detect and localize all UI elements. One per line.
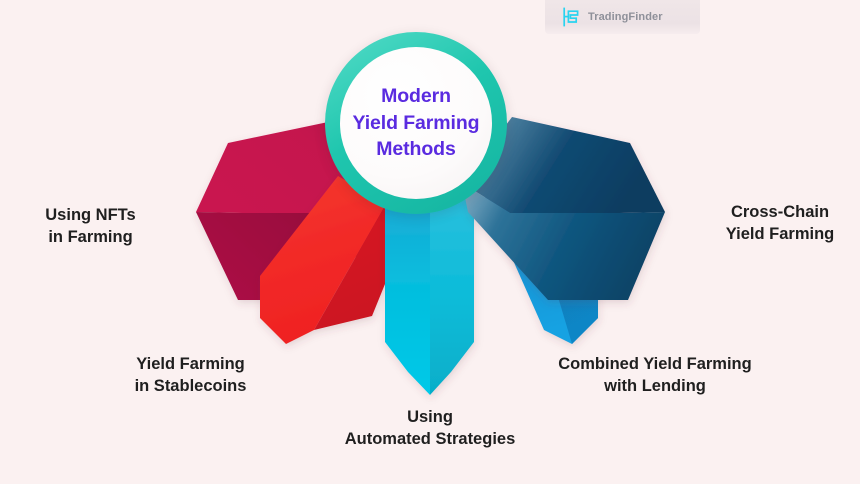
- brand-logo[interactable]: TradingFinder: [560, 5, 663, 29]
- arrow-using-automated-strategies[interactable]: [385, 196, 474, 395]
- label-line2: Automated Strategies: [344, 429, 516, 448]
- label-line1: Combined Yield Farming: [558, 355, 752, 373]
- center-hub[interactable]: Modern Yield Farming Methods: [325, 32, 507, 214]
- label-line2: in Stablecoins: [134, 376, 247, 395]
- label-line1: Using NFTs: [45, 206, 136, 224]
- label-line2: with Lending: [604, 376, 706, 395]
- brand-name: TradingFinder: [588, 11, 663, 23]
- label-yield-farming-in-stablecoins: Yield Farming in Stablecoins: [98, 354, 283, 398]
- tradingfinder-logo-icon: [563, 7, 579, 27]
- center-title-line2: Yield Farming: [352, 111, 480, 134]
- center-hub-inner: Modern Yield Farming Methods: [340, 47, 492, 199]
- label-line1: Yield Farming: [136, 355, 245, 373]
- label-line2: Yield Farming: [725, 224, 835, 243]
- label-using-nfts-in-farming: Using NFTs in Farming: [8, 205, 173, 249]
- label-line2: in Farming: [48, 227, 133, 246]
- center-title-line3: Methods: [376, 138, 456, 161]
- label-combined-yield-farming-with-lending: Combined Yield Farming with Lending: [520, 354, 790, 398]
- label-cross-chain-yield-farming: Cross-Chain Yield Farming: [700, 202, 860, 246]
- arrow-cross-chain-yield-farming[interactable]: [462, 117, 665, 300]
- label-line1: Using: [407, 408, 453, 426]
- label-using-automated-strategies: Using Automated Strategies: [310, 407, 550, 451]
- arrow-yield-farming-in-stablecoins[interactable]: [260, 176, 398, 344]
- center-title-line1: Modern: [381, 84, 451, 107]
- label-line1: Cross-Chain: [730, 203, 830, 221]
